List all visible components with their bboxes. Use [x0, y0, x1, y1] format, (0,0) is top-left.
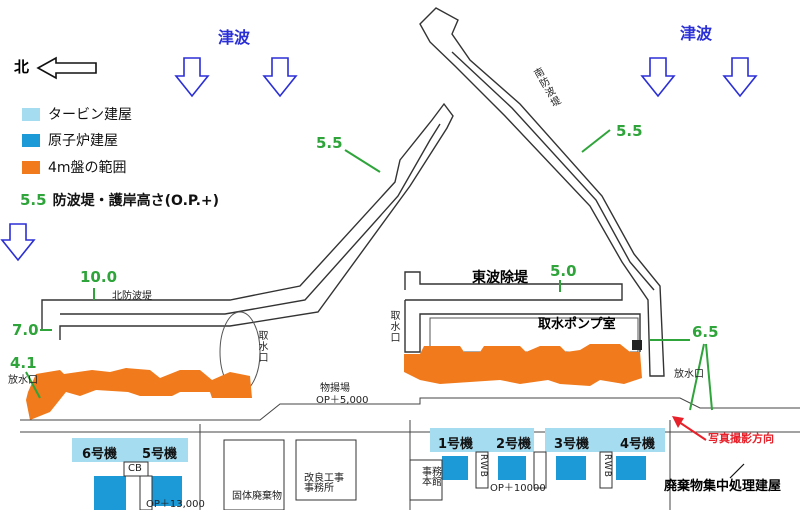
height-right-wall: 6.5 — [692, 323, 719, 341]
height-south-breakwater: 5.5 — [616, 122, 643, 140]
north-label: 北 — [14, 58, 30, 76]
tsunami-label-right: 津波 — [680, 24, 713, 43]
aux-buildings — [123, 439, 613, 510]
legend-4m-label: 4m盤の範囲 — [48, 160, 127, 176]
cb-label: CB — [128, 463, 142, 474]
height-leaders — [25, 129, 713, 411]
tsunami-arrow-3 — [640, 57, 676, 98]
north-wave-breaker-label: 北防波堤 — [112, 291, 152, 302]
op-5000-label: OP＋5,000 — [316, 395, 369, 406]
legend-turbine-label: タービン建屋 — [48, 107, 132, 123]
north-breakwater — [41, 102, 454, 340]
unit-4-label: 4号機 — [620, 437, 656, 452]
legend-swatch-4m — [22, 160, 40, 174]
height-outlet: 4.1 — [10, 354, 37, 372]
tsunami-arrow-4 — [722, 57, 758, 98]
outlet-right-label: 放水口 — [674, 369, 704, 380]
rwb-label-2: RWB — [602, 454, 612, 478]
east-wave-breaker-label: 東波除堤 — [472, 270, 528, 286]
legend-swatch-turbine — [22, 107, 40, 121]
south-breakwater — [419, 7, 665, 377]
turbine-buildings — [72, 428, 665, 462]
intake-left-label: 取水口 — [256, 330, 267, 363]
waste-building-pointer — [729, 463, 745, 479]
outlet-left-label: 放水口 — [8, 375, 38, 386]
remodel-office-label: 改良工事事務所 — [304, 473, 344, 494]
cargo-yard-label: 物揚場 — [320, 383, 350, 394]
legend-reactor-label: 原子炉建屋 — [48, 133, 118, 149]
waste-storage-label: 固体廃棄物 — [232, 491, 282, 502]
height-east-wall: 5.0 — [550, 262, 577, 280]
east-wave-breaker — [404, 271, 641, 353]
unit-2-label: 2号機 — [496, 437, 532, 452]
photo-direction-arrow — [675, 419, 707, 441]
legend-turbine: タービン建屋 — [22, 104, 132, 124]
legend-swatch-reactor — [22, 133, 40, 147]
tsunami-arrow-1 — [174, 57, 210, 98]
legend-height: 5.5 防波堤・護岸高さ(O.P.+) — [20, 190, 219, 210]
area-4m-zone — [26, 340, 642, 420]
unit-5-label: 5号機 — [142, 447, 178, 462]
height-left-wall: 7.0 — [12, 321, 39, 339]
office-label: 事務本館 — [422, 467, 442, 488]
photo-direction-head — [672, 416, 684, 428]
tsunami-arrows — [0, 57, 758, 262]
legend-tsunami-arrow — [0, 223, 36, 262]
unit-6-label: 6号機 — [82, 447, 118, 462]
op-13000-label: OP＋13,000 — [146, 499, 205, 510]
legend-4m-area: 4m盤の範囲 — [22, 157, 127, 177]
legend-reactor: 原子炉建屋 — [22, 130, 118, 150]
unit-3-label: 3号機 — [554, 437, 590, 452]
north-arrow-icon — [36, 56, 97, 80]
reactor-buildings — [94, 456, 646, 510]
intake-mid-label: 取水口 — [388, 310, 399, 343]
tsunami-label-left: 津波 — [218, 28, 251, 47]
height-north-breakwater: 5.5 — [316, 134, 343, 152]
intake-pump-label: 取水ポンプ室 — [538, 317, 616, 332]
tsunami-arrow-2 — [262, 57, 298, 98]
legend-height-label: 防波堤・護岸高さ(O.P.+) — [52, 193, 220, 209]
waste-building-label: 廃棄物集中処理建屋 — [664, 479, 782, 494]
legend-height-value: 5.5 — [20, 191, 47, 209]
photo-direction-label: 写真撮影方向 — [708, 432, 774, 445]
unit-1-label: 1号機 — [438, 437, 474, 452]
rwb-label-1: RWB — [478, 454, 488, 478]
height-north-wall: 10.0 — [80, 268, 118, 286]
op-10000-label: OP＋10000 — [490, 483, 546, 494]
